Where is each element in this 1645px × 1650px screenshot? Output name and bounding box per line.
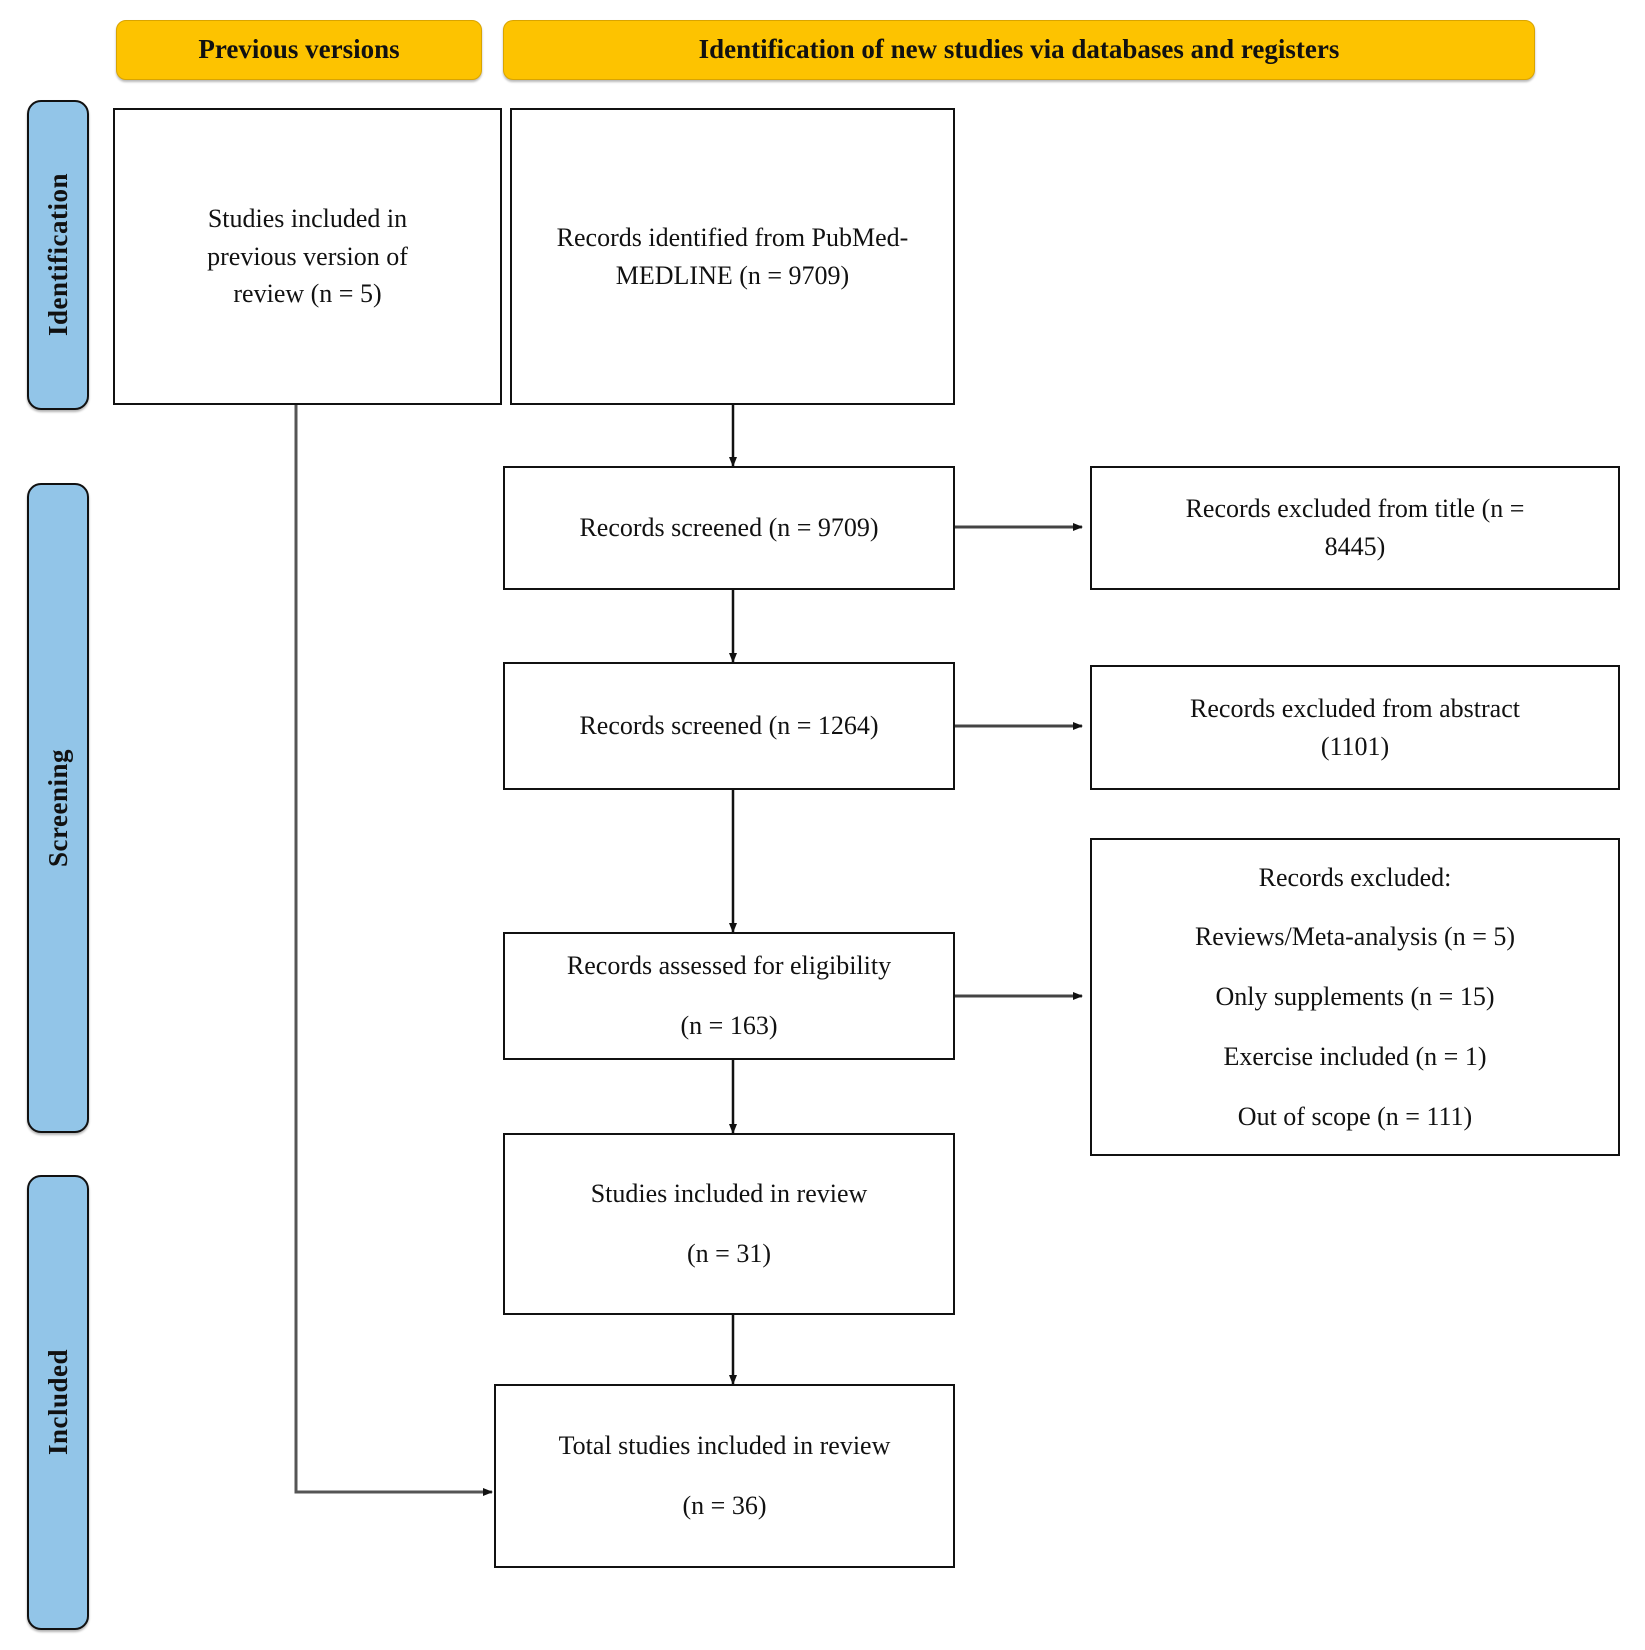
node-records-identified: Records identified from PubMed- MEDLINE … [510, 108, 955, 405]
node-total-studies-included: Total studies included in review (n = 36… [494, 1384, 955, 1568]
node-previous-version-review: Studies included in previous version of … [113, 108, 502, 405]
node-line: (1101) [1320, 731, 1390, 761]
node-line: 8445) [1324, 532, 1386, 561]
node-studies-included: Studies included in review (n = 31) [503, 1133, 955, 1315]
node-line: Records excluded from abstract [1190, 693, 1520, 723]
banner-previous-versions-label: Previous versions [198, 34, 400, 65]
node-excluded-from-abstract: Records excluded from abstract (1101) [1090, 665, 1620, 790]
node-line: Reviews/Meta-analysis (n = 5) [1194, 922, 1516, 952]
node-line: MEDLINE (n = 9709) [615, 260, 850, 290]
stage-bar-identification: Identification [27, 100, 89, 410]
node-line: Out of scope (n = 111) [1237, 1101, 1473, 1131]
node-line: Records assessed for eligibility [566, 951, 892, 981]
node-line: previous version of [207, 241, 408, 271]
node-line: Total studies included in review [558, 1431, 891, 1461]
node-line: (n = 163) [680, 1011, 778, 1040]
node-line: Records excluded: [1258, 862, 1452, 892]
arrow-previous-version-to-total [294, 405, 493, 1496]
node-line: review (n = 5) [233, 279, 382, 309]
node-line: Records excluded from title (n = [1185, 494, 1525, 524]
stage-label-screening: Screening [42, 749, 73, 867]
node-line: Records identified from PubMed- [556, 222, 909, 252]
node-line: (n = 36) [682, 1491, 767, 1520]
stage-label-identification: Identification [42, 173, 73, 337]
node-excluded-from-title: Records excluded from title (n = 8445) [1090, 466, 1620, 590]
banner-previous-versions: Previous versions [116, 20, 482, 80]
node-line: Studies included in [207, 203, 408, 233]
node-line: Exercise included (n = 1) [1223, 1041, 1487, 1071]
node-records-screened-title: Records screened (n = 9709) [503, 466, 955, 590]
stage-label-included: Included [42, 1349, 73, 1456]
node-line: Only supplements (n = 15) [1215, 982, 1495, 1012]
node-line: (n = 31) [687, 1239, 771, 1268]
banner-identification-new-studies: Identification of new studies via databa… [503, 20, 1535, 80]
banner-identification-label: Identification of new studies via databa… [698, 34, 1340, 65]
stage-bar-included: Included [27, 1175, 89, 1630]
node-assessed-for-eligibility: Records assessed for eligibility (n = 16… [503, 932, 955, 1060]
node-excluded-reasons: Records excluded: Reviews/Meta-analysis … [1090, 838, 1620, 1156]
node-line: Records screened (n = 1264) [579, 711, 879, 741]
node-records-screened-abstract: Records screened (n = 1264) [503, 662, 955, 790]
stage-bar-screening: Screening [27, 483, 89, 1133]
node-line: Studies included in review [590, 1179, 868, 1209]
node-line: Records screened (n = 9709) [579, 513, 879, 543]
